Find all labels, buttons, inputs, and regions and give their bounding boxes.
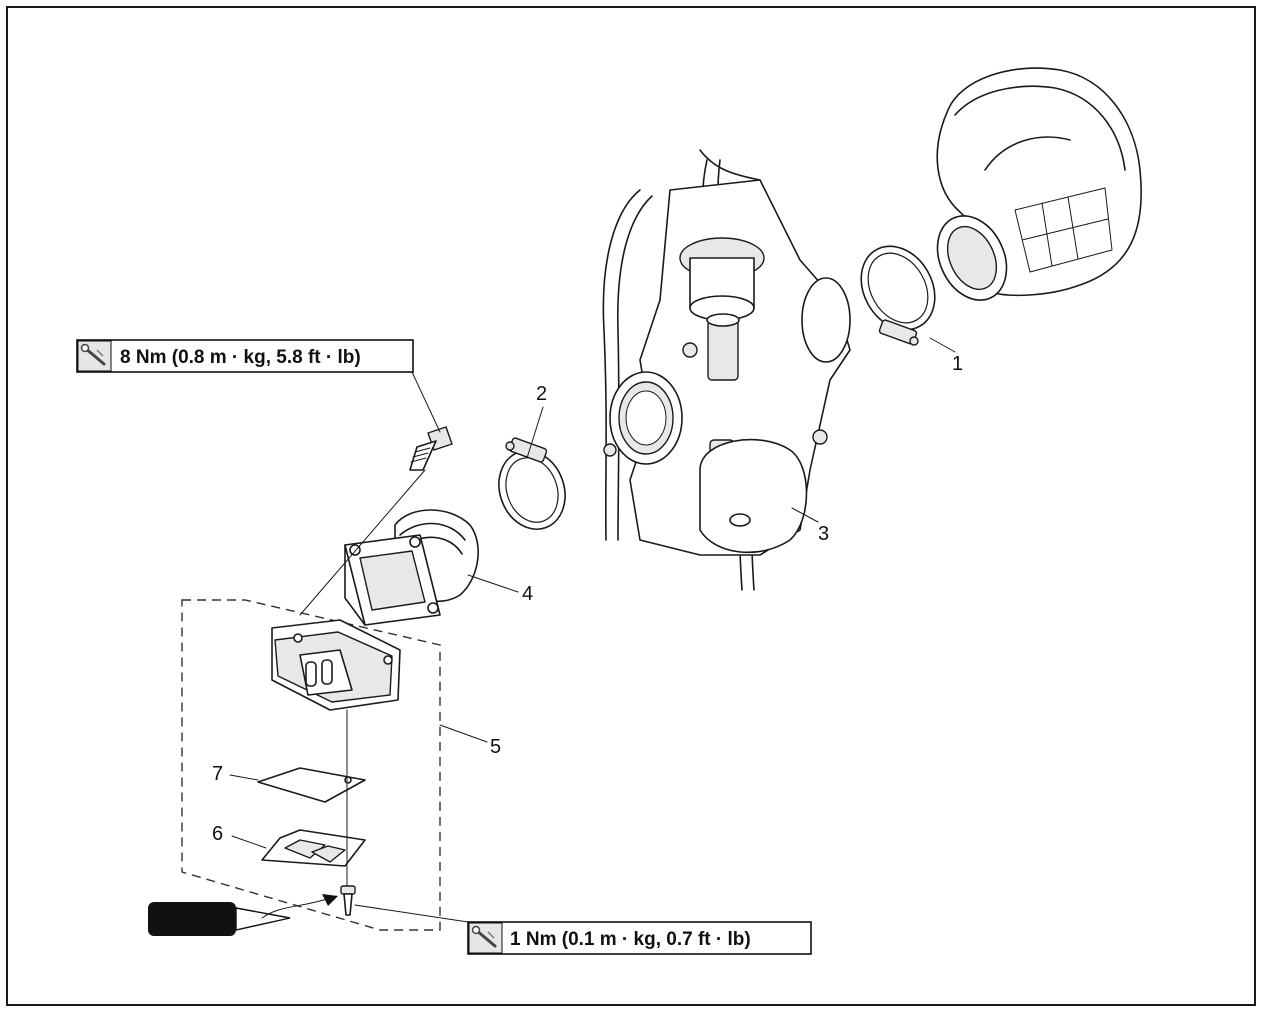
- torque-spec-bolt-text: 8 Nm (0.8 m · kg, 5.8 ft · lb): [120, 347, 361, 368]
- part-label-7: 7: [212, 763, 223, 785]
- torque-spec-bolt: 8 Nm (0.8 m · kg, 5.8 ft · lb): [76, 339, 414, 373]
- thread-locker-icon: [148, 894, 338, 936]
- diagram-frame: [6, 6, 1256, 1006]
- torque-wrench-icon: [471, 925, 497, 948]
- part-7-valve-stopper: [257, 767, 366, 803]
- part-6-reed-valve: [261, 829, 366, 867]
- torque-spec-screw-text: 1 Nm (0.1 m · kg, 0.7 ft · lb): [510, 929, 751, 950]
- part-5-reed-valve-assembly: [181, 599, 441, 931]
- part-3-carburetor: [602, 149, 851, 591]
- part-label-6: 6: [212, 823, 223, 845]
- part-4-carburetor-joint: [344, 509, 479, 626]
- torque-wrench-icon: [80, 343, 106, 366]
- part-2-hose-clamp: [498, 437, 566, 530]
- torque-spec-screw: 1 Nm (0.1 m · kg, 0.7 ft · lb): [467, 921, 812, 955]
- part-label-3: 3: [818, 523, 829, 545]
- mounting-bolt: [409, 426, 453, 471]
- leader-lines: [229, 337, 956, 923]
- air-boot: [936, 67, 1142, 301]
- part-label-2: 2: [536, 383, 547, 405]
- part-label-5: 5: [490, 736, 501, 758]
- part-1-hose-clamp: [860, 245, 936, 346]
- part-label-1: 1: [952, 353, 963, 375]
- part-label-4: 4: [522, 583, 533, 605]
- reed-screw: [340, 885, 356, 916]
